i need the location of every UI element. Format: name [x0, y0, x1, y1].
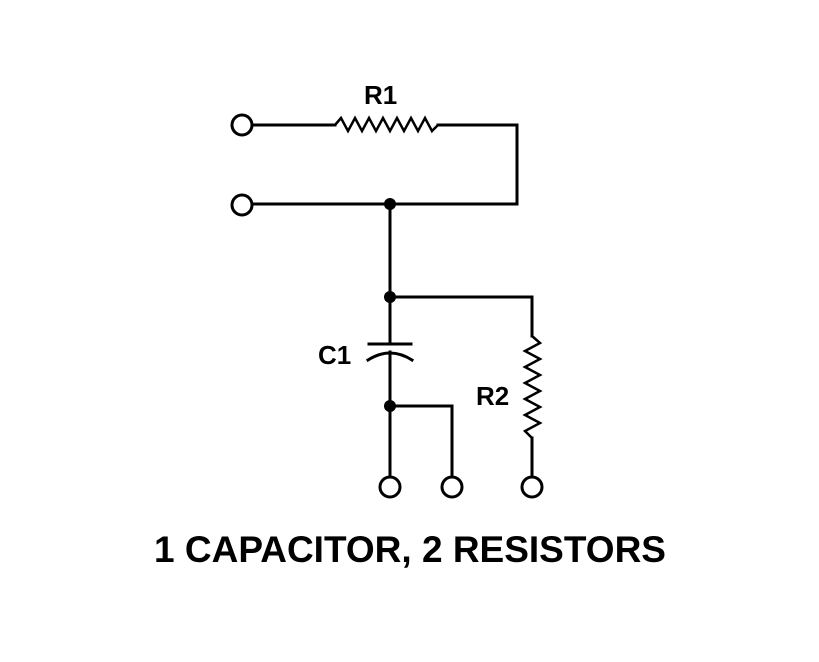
- terminal-bottom-3: [520, 475, 544, 499]
- label-r1: R1: [364, 80, 397, 110]
- resistor-r1: [334, 115, 439, 134]
- label-r2: R2: [476, 381, 509, 411]
- resistor-r2: [522, 335, 543, 439]
- terminal-bottom-2: [440, 475, 464, 499]
- terminal-top-left-1: [230, 113, 254, 137]
- terminal-bottom-1: [378, 475, 402, 499]
- diagram-title: 1 CAPACITOR, 2 RESISTORS: [154, 529, 666, 570]
- label-c1: C1: [318, 340, 351, 370]
- terminal-top-left-2: [230, 193, 254, 217]
